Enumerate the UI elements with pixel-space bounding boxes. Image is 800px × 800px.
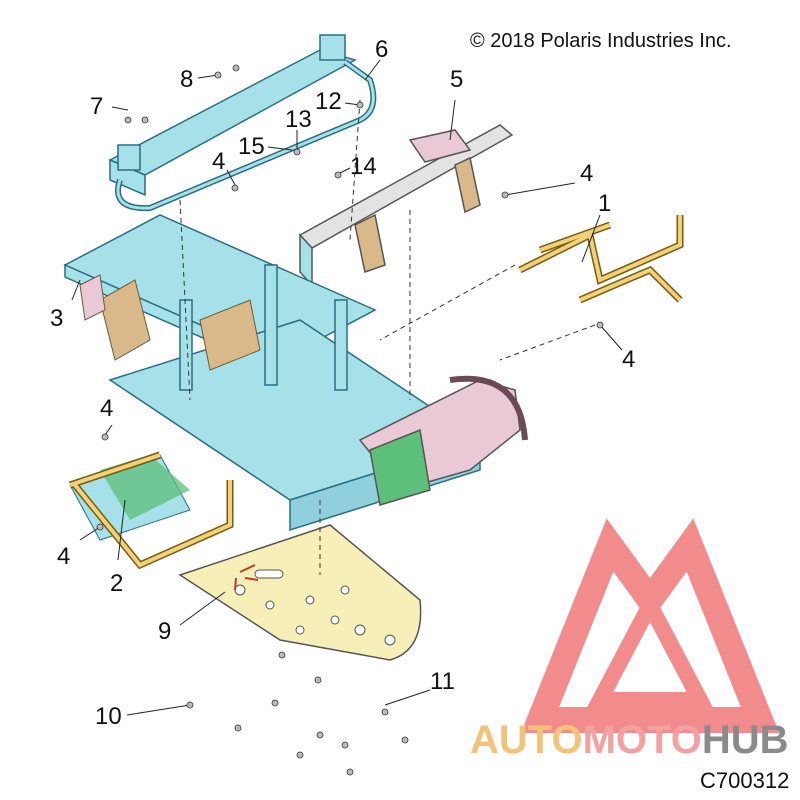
callout-9: 9 bbox=[158, 618, 172, 645]
copyright-notice: © 2018 Polaris Industries Inc. bbox=[470, 30, 732, 52]
alignment-lines bbox=[179, 99, 596, 575]
callout-6: 6 bbox=[375, 36, 389, 63]
top-crossbar bbox=[108, 34, 357, 197]
fasteners bbox=[96, 64, 604, 776]
callout-13: 13 bbox=[285, 106, 312, 133]
callout-11: 11 bbox=[430, 668, 455, 695]
callout-1: 1 bbox=[598, 190, 612, 217]
callout-12: 12 bbox=[315, 88, 342, 115]
callout-4-top: 4 bbox=[212, 148, 226, 175]
callout-4-rear: 4 bbox=[580, 160, 594, 187]
callout-4-left: 4 bbox=[100, 395, 114, 422]
watermark-text: AUTOMOTOHUB bbox=[470, 718, 789, 763]
watermark-auto: AUTO bbox=[470, 718, 583, 762]
frame-gussets bbox=[79, 274, 261, 371]
callout-4-lower: 4 bbox=[57, 543, 71, 570]
callout-14: 14 bbox=[350, 153, 377, 180]
watermark-moto: MOTO bbox=[582, 718, 702, 762]
callout-7: 7 bbox=[90, 93, 104, 120]
callout-15: 15 bbox=[238, 133, 265, 160]
part-code: C700312 bbox=[700, 768, 790, 793]
callout-4-right: 4 bbox=[622, 346, 636, 373]
leader-lines bbox=[71, 59, 623, 716]
callout-3: 3 bbox=[50, 305, 64, 332]
callout-10: 10 bbox=[95, 703, 122, 730]
watermark-hub: HUB bbox=[701, 718, 789, 762]
callout-5: 5 bbox=[450, 66, 464, 93]
callout-2: 2 bbox=[110, 570, 124, 597]
skid-guard-2 bbox=[68, 451, 234, 570]
callout-8: 8 bbox=[180, 66, 194, 93]
skid-plate-9 bbox=[178, 524, 422, 661]
front-bumper-assembly bbox=[358, 375, 528, 506]
watermark-logo bbox=[520, 518, 780, 733]
rear-bracket-5 bbox=[298, 124, 514, 287]
